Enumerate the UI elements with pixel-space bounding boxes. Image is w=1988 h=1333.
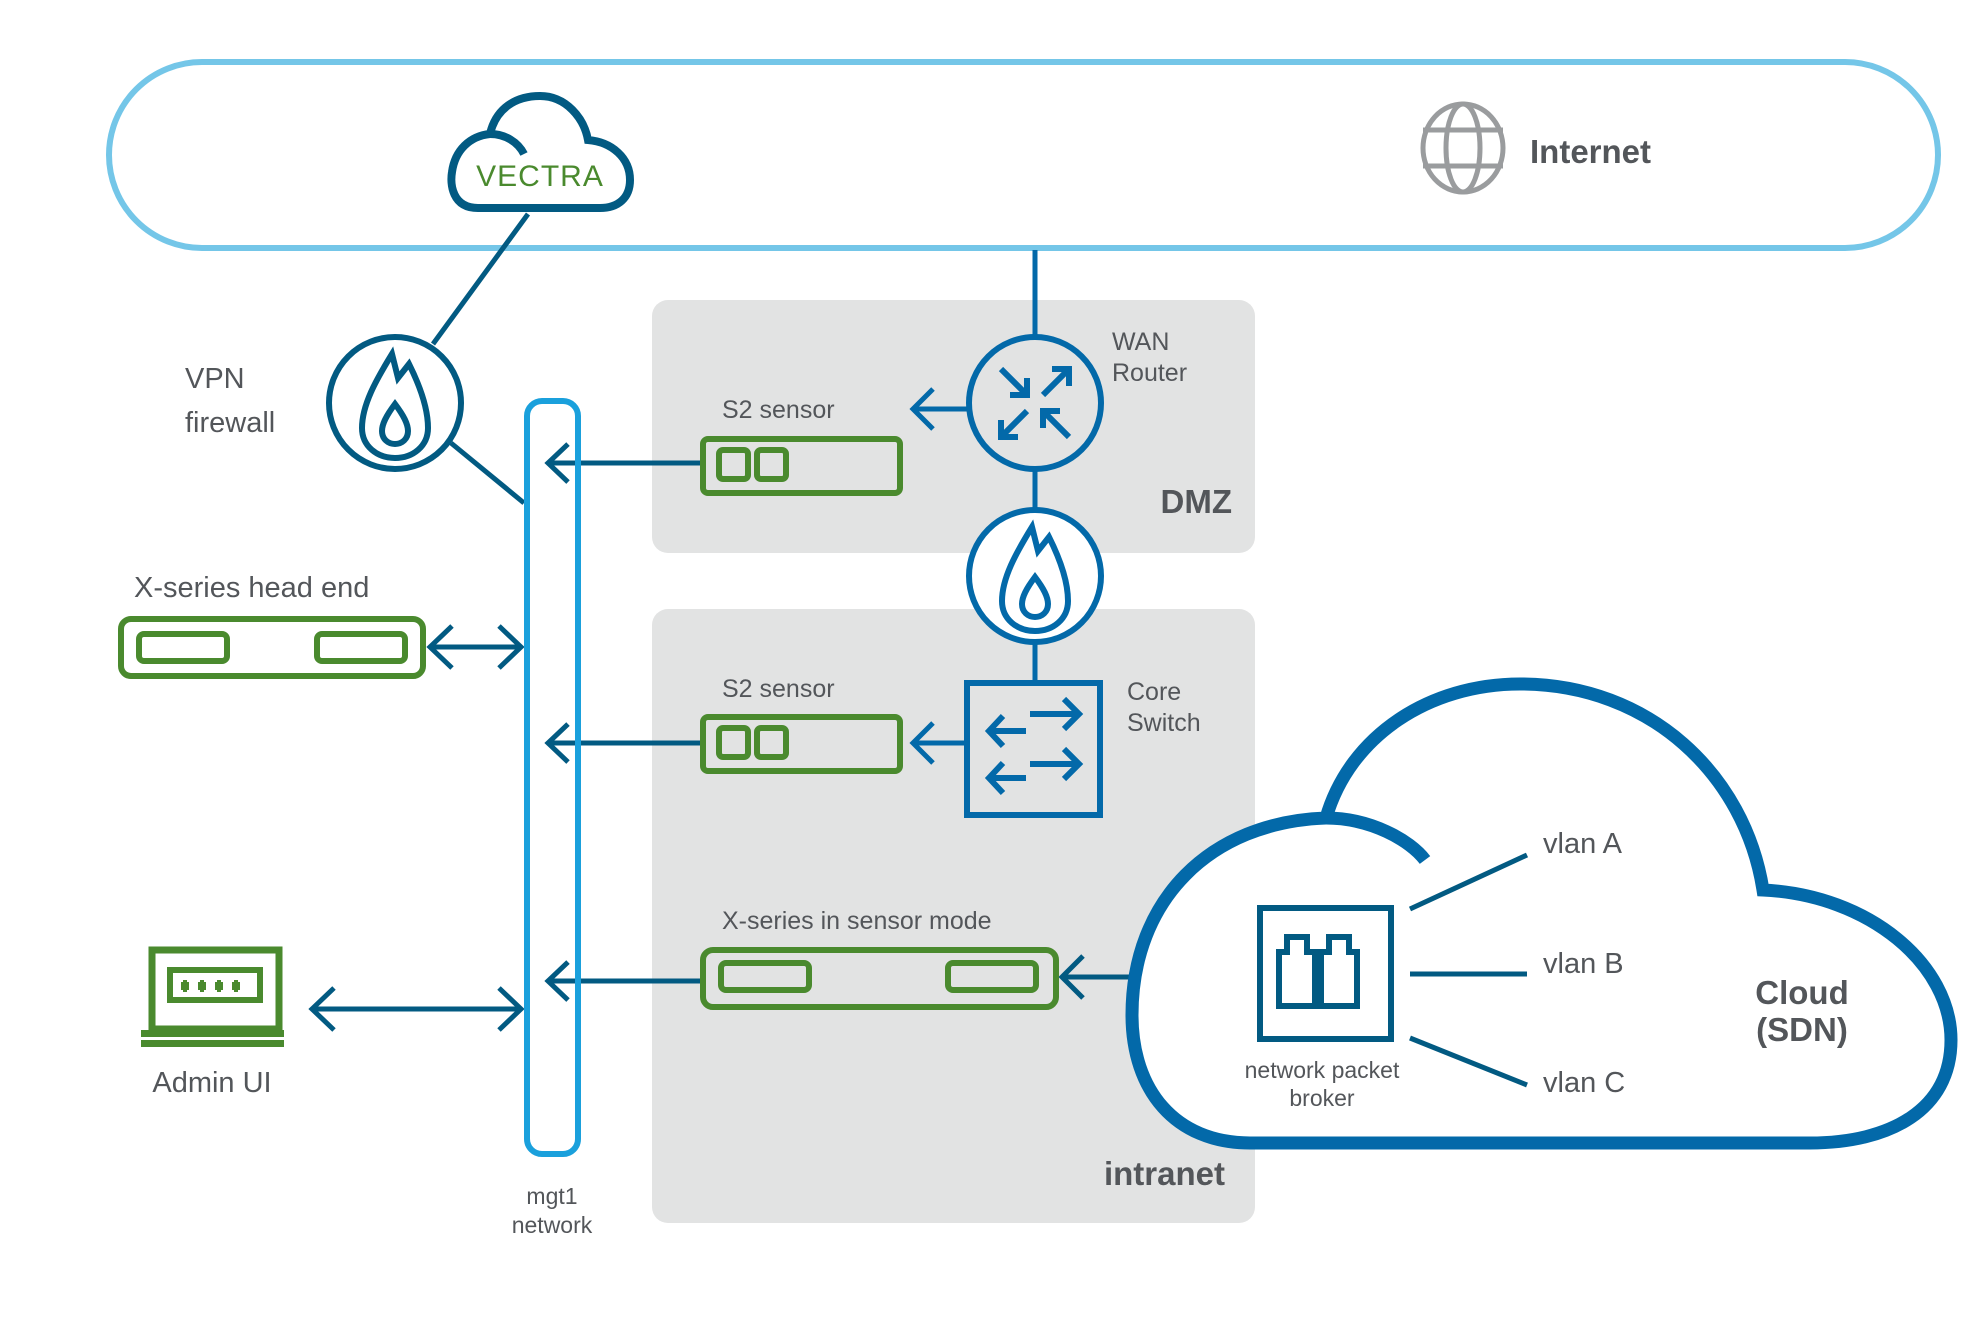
arrow-head-xsensor [544, 960, 570, 1002]
wan-router-icon[interactable] [966, 334, 1104, 472]
vlan-c-label[interactable]: vlan C [1543, 1067, 1625, 1099]
vectra-logo: VECTRA [476, 160, 604, 193]
sdn-cloud-icon [1125, 677, 1958, 1150]
mgt1-label-line1: mgt1 [526, 1183, 577, 1209]
link-vlan-c [1409, 1035, 1528, 1088]
switch-label-line1: Core [1127, 678, 1181, 706]
packet-broker-icon[interactable] [1257, 905, 1394, 1042]
links [308, 212, 1257, 1032]
switch-label-line2: Switch [1127, 709, 1201, 737]
head-end-device[interactable] [118, 616, 426, 679]
s2-sensor-dmz-label: S2 sensor [722, 396, 835, 424]
vlan-b-label[interactable]: vlan B [1543, 948, 1624, 980]
internet-zone [106, 59, 1941, 251]
link-vpn-mgt [449, 441, 526, 505]
dmz-zone [652, 300, 1255, 553]
globe-icon [1420, 101, 1506, 195]
xseries-sensor-device[interactable] [700, 947, 1059, 1010]
perimeter-firewall-icon[interactable] [966, 507, 1104, 645]
core-switch-icon[interactable] [964, 680, 1103, 818]
head-end-label: X-series head end [134, 572, 369, 604]
arrow-head-headend-right [497, 624, 525, 670]
vlan-a-label[interactable]: vlan A [1543, 828, 1623, 860]
arrow-head-admin-right [497, 986, 525, 1032]
internet-label: Internet [1530, 133, 1651, 170]
arrow-head-headend-left [426, 624, 454, 670]
packet-broker-label-line1: network packet [1245, 1057, 1400, 1083]
arrow-head-broker [1058, 954, 1085, 1000]
dmz-zone-label: DMZ [1161, 483, 1232, 520]
vpn-firewall-icon [326, 334, 464, 472]
link-vlan-a [1408, 852, 1529, 912]
mgt1-label-line2: network [512, 1212, 593, 1238]
admin-ui-label: Admin UI [152, 1067, 271, 1099]
arrow-head-router [909, 387, 935, 431]
arrow-head-admin-left [308, 986, 336, 1032]
arrow-head-s2dmz [544, 442, 570, 484]
arrow-head-s2int [544, 722, 570, 764]
router-label-line1: WAN [1112, 328, 1169, 356]
vpn-label-line2: firewall [185, 407, 275, 439]
vpn-label-line1: VPN [185, 363, 245, 395]
vectra-cloud-icon: VECTRA [447, 91, 635, 212]
admin-ui-laptop-icon[interactable] [141, 946, 284, 1047]
mgt1-network-bar [524, 398, 581, 1157]
s2-sensor-intranet-device[interactable] [700, 714, 903, 774]
xseries-sensor-label: X-series in sensor mode [722, 907, 992, 935]
sdn-cloud-label-line1: Cloud [1755, 974, 1848, 1011]
router-label-line2: Router [1112, 359, 1187, 387]
s2-sensor-dmz-device[interactable] [700, 436, 903, 496]
sdn-cloud-label-line2: (SDN) [1756, 1011, 1848, 1048]
intranet-zone-label: intranet [1104, 1155, 1225, 1192]
s2-sensor-intranet-label: S2 sensor [722, 675, 835, 703]
intranet-zone [652, 609, 1255, 1223]
link-vectra-vpn [430, 212, 531, 346]
arrow-head-switch [909, 721, 935, 765]
packet-broker-label-line2: broker [1289, 1085, 1355, 1111]
